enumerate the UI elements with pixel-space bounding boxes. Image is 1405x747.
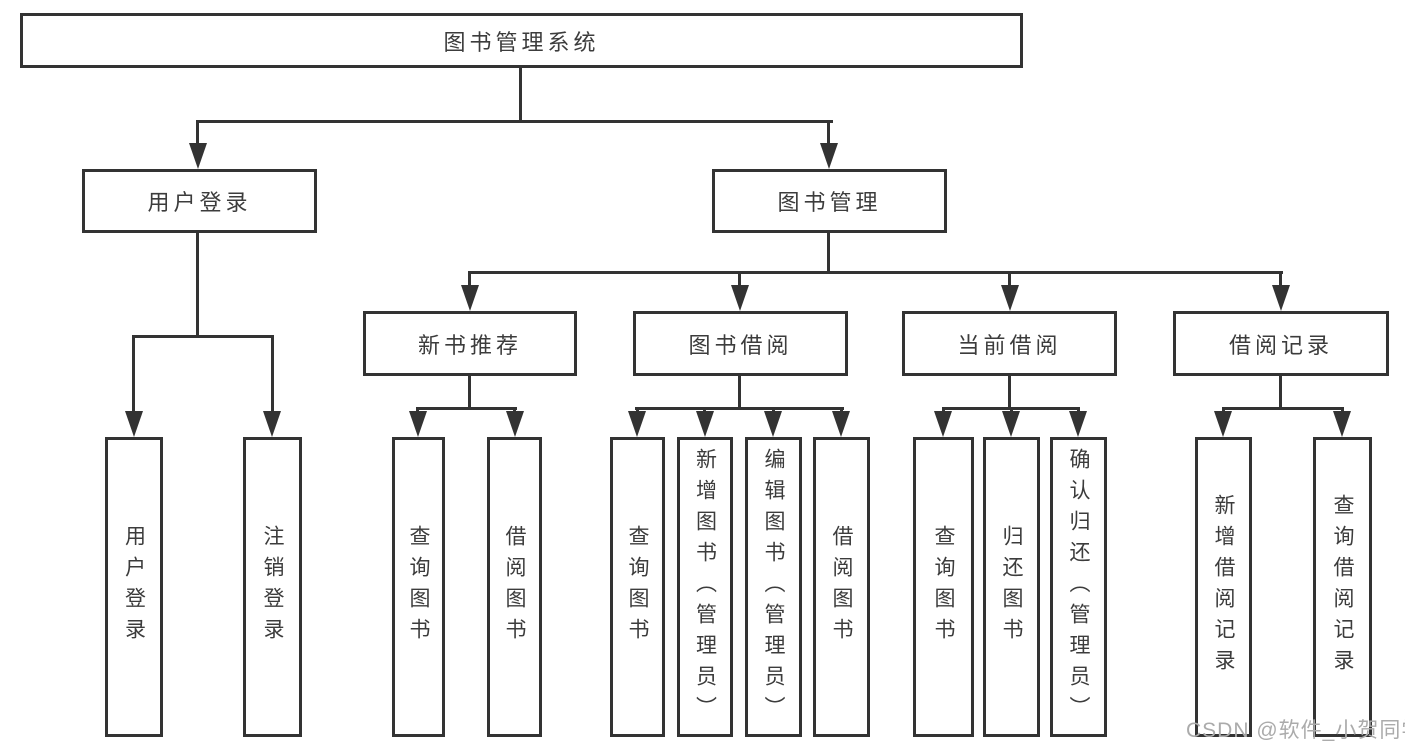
connector-group4-stem [1279,271,1282,288]
node-current-borrow: 当前借阅 [902,311,1117,376]
connector-leaf-user-login-stem [132,335,135,415]
arrow-down-icon [696,411,714,437]
arrow-down-icon [263,411,281,437]
arrow-down-icon [1272,285,1290,311]
connector-book-management-down [827,233,830,274]
arrow-down-icon [820,143,838,169]
arrow-down-icon [1002,411,1020,437]
connector-group2-down [738,376,741,410]
connector-book-management-stem [827,120,830,145]
connector-book-management-bar [468,271,1283,274]
leaf-logout: 注销登录 [243,437,302,737]
arrow-down-icon [125,411,143,437]
arrow-down-icon [409,411,427,437]
leaf-add-book-admin: 新增图书（管理员） [677,437,733,737]
leaf-query-books-recommend: 查询图书 [392,437,445,737]
leaf-query-borrow-record: 查询借阅记录 [1313,437,1372,737]
connector-group2-bar [635,407,844,410]
connector-root-stem [519,68,522,123]
connector-user-login-bar [132,335,274,338]
node-borrow-records: 借阅记录 [1173,311,1389,376]
connector-user-login-stem [196,120,199,145]
arrow-down-icon [628,411,646,437]
leaf-borrow-books-recommend: 借阅图书 [487,437,542,737]
csdn-watermark: CSDN @软件_小贺同学 [1186,719,1405,742]
connector-group2-stem [738,271,741,288]
arrow-down-icon [934,411,952,437]
arrow-down-icon [1069,411,1087,437]
arrow-down-icon [764,411,782,437]
arrow-down-icon [1333,411,1351,437]
leaf-confirm-return-admin: 确认归还（管理员） [1050,437,1107,737]
node-book-management: 图书管理 [712,169,947,233]
node-library-management-system: 图书管理系统 [20,13,1023,68]
connector-group3-stem [1008,271,1011,288]
connector-group1-stem [468,271,471,288]
arrow-down-icon [189,143,207,169]
arrow-down-icon [506,411,524,437]
node-book-borrow: 图书借阅 [633,311,848,376]
leaf-borrow-books: 借阅图书 [813,437,870,737]
arrow-down-icon [731,285,749,311]
connector-group4-down [1279,376,1282,410]
arrow-down-icon [1214,411,1232,437]
connector-group1-bar [416,407,517,410]
node-user-login: 用户登录 [82,169,317,233]
connector-user-login-down [196,232,199,338]
connector-group4-bar [1222,407,1344,410]
arrow-down-icon [832,411,850,437]
arrow-down-icon [1001,285,1019,311]
leaf-add-borrow-record: 新增借阅记录 [1195,437,1252,737]
node-new-book-recommend: 新书推荐 [363,311,577,376]
connector-group3-down [1008,376,1011,410]
connector-root-bar [196,120,833,123]
leaf-query-books-current: 查询图书 [913,437,974,737]
arrow-down-icon [461,285,479,311]
connector-group1-down [468,376,471,410]
leaf-edit-book-admin: 编辑图书（管理员） [745,437,802,737]
leaf-user-login: 用户登录 [105,437,163,737]
leaf-return-book: 归还图书 [983,437,1040,737]
leaf-query-books-borrow: 查询图书 [610,437,665,737]
connector-leaf-logout-stem [271,335,274,415]
